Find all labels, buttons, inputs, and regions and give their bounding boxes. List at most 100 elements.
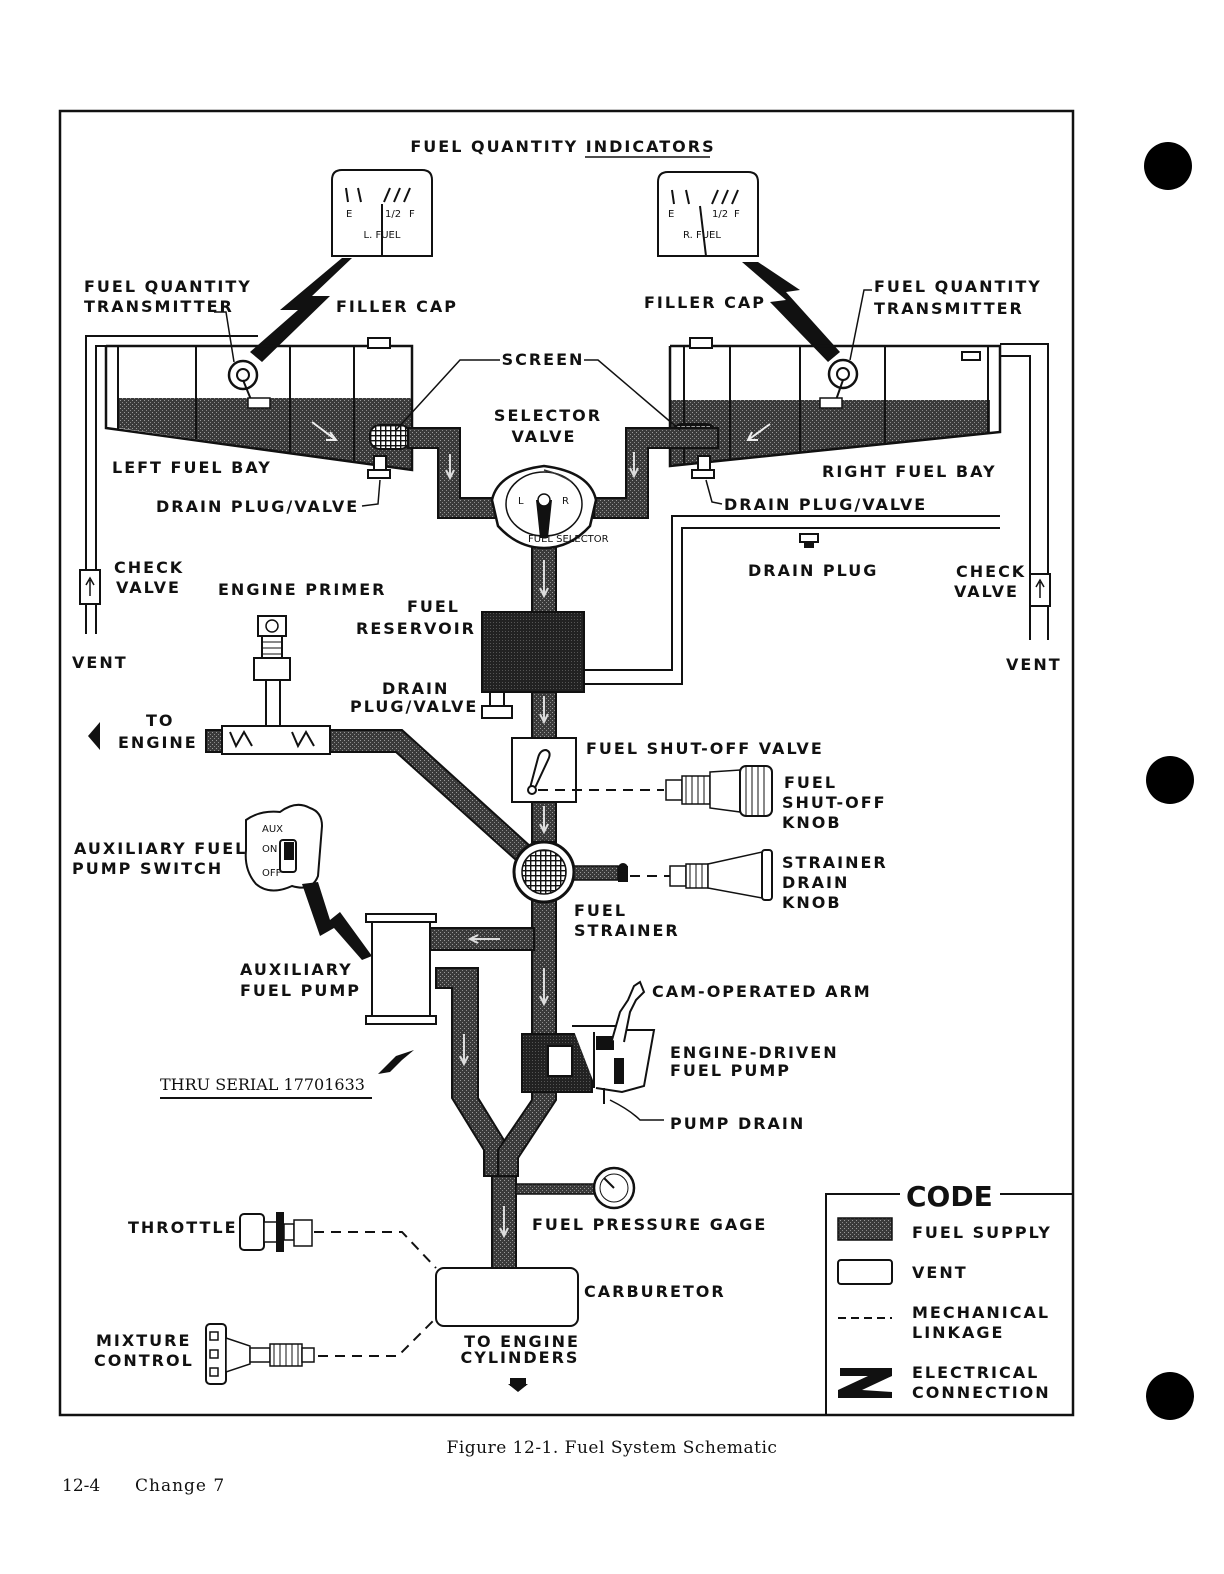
left-fuel-bay xyxy=(104,337,414,479)
legend-vent-swatch xyxy=(837,1259,893,1285)
svg-text:ELECTRICAL: ELECTRICAL xyxy=(912,1363,1039,1382)
mixture-mechanical-linkage xyxy=(318,1317,437,1357)
svg-text:L: L xyxy=(518,496,524,507)
svg-text:L. FUEL: L. FUEL xyxy=(364,230,401,241)
svg-text:CONNECTION: CONNECTION xyxy=(912,1383,1051,1402)
throttle-mechanical-linkage xyxy=(314,1231,437,1269)
code-legend: CODE FUEL SUPPLY VENT MECHANICAL LINKAGE… xyxy=(825,1180,1072,1414)
leader-lines xyxy=(214,289,872,507)
label-shutoff-knob-2: SHUT-OFF xyxy=(782,793,887,812)
right-fuel-bay xyxy=(668,337,1002,479)
label-check-valve-right-2: VALVE xyxy=(954,582,1019,601)
label-fqt-right-2: TRANSMITTER xyxy=(874,299,1024,318)
label-shutoff-knob-1: FUEL xyxy=(784,773,837,792)
label-strainer-knob-1: STRAINER xyxy=(782,853,888,872)
svg-text:1/2: 1/2 xyxy=(385,209,401,220)
label-aux-pump-switch-1: AUXILIARY FUEL xyxy=(74,839,247,858)
svg-text:1/2: 1/2 xyxy=(712,209,728,220)
cam-operated-arm xyxy=(611,980,646,1043)
auxiliary-fuel-pump xyxy=(371,915,431,1023)
label-check-valve-left-2: VALVE xyxy=(116,578,181,597)
label-pump-drain: PUMP DRAIN xyxy=(670,1114,805,1133)
label-strainer-knob-3: KNOB xyxy=(782,893,842,912)
left-fuel-gauge: E 1/2 F L. FUEL xyxy=(331,169,433,257)
fuel-pressure-gage xyxy=(592,1166,636,1210)
binder-hole-bottom xyxy=(1146,1372,1194,1420)
engine-primer xyxy=(221,615,331,755)
label-fuel-pressure-gage: FUEL PRESSURE GAGE xyxy=(532,1215,767,1234)
label-left-fuel-bay: LEFT FUEL BAY xyxy=(112,458,272,477)
left-filler-cap xyxy=(367,337,391,349)
svg-text:F: F xyxy=(734,209,740,220)
svg-text:MECHANICAL: MECHANICAL xyxy=(912,1303,1050,1322)
label-to-engine-2: ENGINE xyxy=(118,733,198,752)
fuel-reservoir xyxy=(481,611,585,693)
fuel-shutoff-knob xyxy=(665,765,773,817)
svg-text:R. FUEL: R. FUEL xyxy=(683,230,721,241)
to-engine-arrow xyxy=(88,722,100,750)
label-selector-valve-2: VALVE xyxy=(512,427,577,446)
label-engine-pump-2: FUEL PUMP xyxy=(670,1061,791,1080)
engine-driven-fuel-pump xyxy=(521,1025,656,1104)
thru-serial-pointer xyxy=(378,1050,414,1074)
label-aux-pump-1: AUXILIARY xyxy=(240,960,353,979)
flow-arrows xyxy=(445,452,639,1239)
binder-hole-top xyxy=(1144,142,1192,190)
label-drain-plug: DRAIN PLUG xyxy=(748,561,878,580)
label-fqt-left-2: TRANSMITTER xyxy=(84,297,234,316)
selector-valve: L R FUEL SELECTOR xyxy=(490,464,609,550)
label-check-valve-right-1: CHECK xyxy=(956,562,1026,581)
label-fqt-right-1: FUEL QUANTITY xyxy=(874,277,1042,296)
label-fuel-reservoir-1: FUEL xyxy=(407,597,460,616)
aux-switch-electrical-connection xyxy=(302,882,372,960)
figure-caption: Figure 12-1. Fuel System Schematic xyxy=(446,1438,778,1458)
label-selector-valve-1: SELECTOR xyxy=(494,406,602,425)
left-drain-plug-valve xyxy=(373,455,387,471)
label-carburetor: CARBURETOR xyxy=(584,1282,726,1301)
label-mixture-1: MIXTURE xyxy=(96,1331,191,1350)
pump-drain-leader xyxy=(609,1099,664,1121)
strainer-drain-knob xyxy=(669,849,773,901)
label-check-valve-left-1: CHECK xyxy=(114,558,184,577)
label-to-cylinders-2: CYLINDERS xyxy=(461,1348,580,1367)
svg-text:VENT: VENT xyxy=(912,1263,968,1282)
label-aux-pump-2: FUEL PUMP xyxy=(240,981,361,1000)
change-number: Change 7 xyxy=(135,1476,226,1496)
label-fuel-shutoff-valve: FUEL SHUT-OFF VALVE xyxy=(586,739,824,758)
carburetor xyxy=(435,1267,579,1327)
label-fqt-left-1: FUEL QUANTITY xyxy=(84,277,252,296)
label-fuel-strainer-2: STRAINER xyxy=(574,921,680,940)
left-electrical-connection xyxy=(250,258,352,362)
label-filler-cap-left: FILLER CAP xyxy=(336,297,458,316)
left-screen xyxy=(369,424,411,450)
label-aux-pump-switch-2: PUMP SWITCH xyxy=(72,859,223,878)
label-mixture-2: CONTROL xyxy=(94,1351,194,1370)
binder-hole-middle xyxy=(1146,756,1194,804)
page-number: 12-4 xyxy=(62,1476,101,1496)
legend-electrical-swatch xyxy=(838,1368,892,1398)
reservoir-drain-plug-valve xyxy=(489,691,505,707)
label-reservoir-drain-1: DRAIN xyxy=(382,679,449,698)
drain-plug xyxy=(799,533,819,543)
label-drain-plug-valve-left: DRAIN PLUG/VALVE xyxy=(156,497,359,516)
right-electrical-connection xyxy=(742,262,840,362)
code-legend-title: CODE xyxy=(906,1180,993,1213)
label-to-engine-1: TO xyxy=(146,711,175,730)
mixture-control xyxy=(205,1323,315,1385)
svg-text:AUX: AUX xyxy=(262,824,283,835)
label-shutoff-knob-3: KNOB xyxy=(782,813,842,832)
label-strainer-knob-2: DRAIN xyxy=(782,873,849,892)
label-engine-pump-1: ENGINE-DRIVEN xyxy=(670,1043,839,1062)
header-fuel-quantity-indicators: FUEL QUANTITY INDICATORS xyxy=(410,137,715,156)
label-fuel-reservoir-2: RESERVOIR xyxy=(356,619,476,638)
label-to-cylinders-1: TO ENGINE xyxy=(464,1332,580,1351)
svg-text:LINKAGE: LINKAGE xyxy=(912,1323,1004,1342)
svg-text:FUEL SUPPLY: FUEL SUPPLY xyxy=(912,1223,1052,1242)
svg-text:F: F xyxy=(409,209,415,220)
svg-text:OFF: OFF xyxy=(262,868,282,879)
svg-text:ON: ON xyxy=(262,844,277,855)
legend-fuel-supply-swatch xyxy=(837,1217,893,1241)
svg-text:E: E xyxy=(668,209,674,220)
reservoir-vent-line xyxy=(582,515,1000,685)
